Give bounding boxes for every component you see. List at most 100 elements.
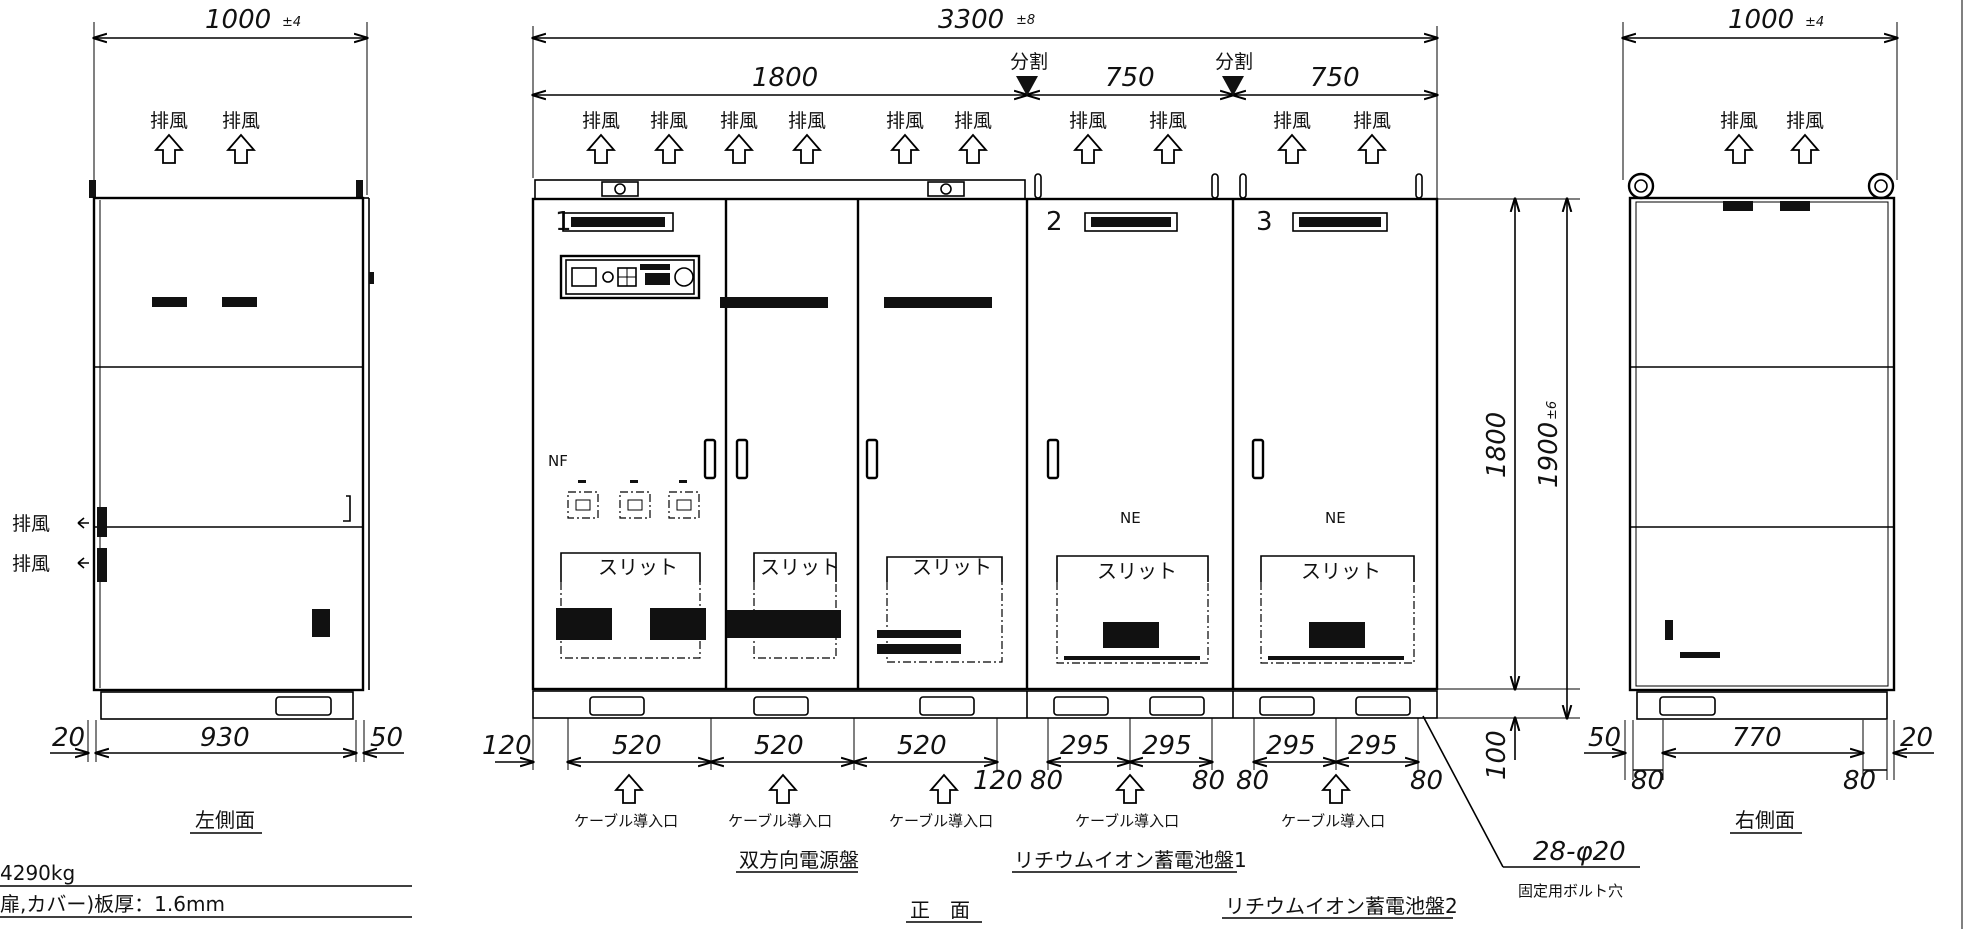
dim-120-left: 120 <box>482 731 532 761</box>
nf-mark: NF <box>548 452 568 470</box>
front-exhaust: 排風 <box>720 110 758 132</box>
left-side-title: 左側面 <box>195 808 255 832</box>
split-label-1: 分割 <box>1010 51 1048 73</box>
split-marker-icon <box>1222 76 1244 96</box>
control-panel <box>559 254 701 300</box>
li-panel-1-title: リチウムイオン蓄電池盤1 <box>1014 848 1247 872</box>
dim-80-s3a: 80 <box>1236 766 1269 796</box>
left-side-view: 1000 ±4 排風 排風 排風 排風 20 930 50 左側面 <box>12 5 404 834</box>
height-1900-tol: ±6 <box>1545 401 1560 420</box>
right-base-80a: 80 <box>1631 766 1664 796</box>
cable-entry-label: ケーブル導入口 <box>574 812 678 830</box>
front-exhaust: 排風 <box>1353 110 1391 132</box>
left-width-tol: ±4 <box>282 15 301 30</box>
weight-note: 4290kg <box>0 861 75 885</box>
front-exhaust: 排風 <box>954 110 992 132</box>
right-cabinet-body <box>1628 196 1896 692</box>
front-view: 3300 ±8 1800 750 750 分割 分割 排風 排風 排風 排風 排… <box>482 5 1640 923</box>
cable-entry-label: ケーブル導入口 <box>889 812 993 830</box>
front-base <box>532 690 1438 719</box>
dim-295-s2b: 295 <box>1142 731 1192 761</box>
left-side-exhaust-1: 排風 <box>12 513 50 535</box>
right-base-770: 770 <box>1732 723 1782 753</box>
notes: 4290kg 扉,カバー)板厚：1.6mm <box>0 861 412 918</box>
right-width-tol: ±4 <box>1805 15 1824 30</box>
right-width-dim: 1000 <box>1728 5 1794 35</box>
arrow-left-icon <box>77 557 89 569</box>
right-base-20: 20 <box>1900 723 1933 753</box>
dim-80-s3b: 80 <box>1410 766 1443 796</box>
cable-entry-label: ケーブル導入口 <box>1281 812 1385 830</box>
lug-icon <box>89 180 96 198</box>
left-base-930: 930 <box>200 723 250 753</box>
dim-295-s2a: 295 <box>1060 731 1110 761</box>
dim-520-1: 520 <box>612 731 662 761</box>
bidirectional-panel-title: 双方向電源盤 <box>739 848 859 872</box>
right-base-80b: 80 <box>1843 766 1876 796</box>
left-exhaust-label-1: 排風 <box>150 110 188 132</box>
front-cabinet-body <box>531 197 1439 691</box>
height-1800: 1800 <box>1482 412 1512 478</box>
left-exhaust-arrow-icon <box>155 134 183 164</box>
front-view-title: 正 面 <box>910 898 970 922</box>
front-exhaust: 排風 <box>582 110 620 132</box>
door-handles <box>703 438 1265 480</box>
slit-label: スリット <box>912 555 992 579</box>
split-marker-icon <box>1016 76 1038 96</box>
eyebolt-icon <box>1867 172 1895 200</box>
height-dims: 1800 1900 ±6 100 <box>1437 199 1580 780</box>
cable-entries: ケーブル導入口 ケーブル導入口 ケーブル導入口 ケーブル導入口 ケーブル導入口 <box>574 774 1385 830</box>
right-exhaust-1: 排風 <box>1720 110 1758 132</box>
left-side-exhaust-2: 排風 <box>12 553 50 575</box>
li-panel-2-title: リチウムイオン蓄電池盤2 <box>1225 894 1458 918</box>
section3-width: 750 <box>1310 63 1360 93</box>
left-base-50: 50 <box>370 723 403 753</box>
panel-number-3: 3 <box>1256 207 1273 237</box>
ne-mark-1: NE <box>1120 509 1141 527</box>
dashed-breakers <box>567 480 700 519</box>
dim-295-s3b: 295 <box>1348 731 1398 761</box>
section1-width: 1800 <box>752 63 818 93</box>
front-exhaust: 排風 <box>886 110 924 132</box>
front-exhaust: 排風 <box>1273 110 1311 132</box>
split-label-2: 分割 <box>1215 51 1253 73</box>
eyebolt-icon <box>1627 172 1655 200</box>
front-bottom-dims: 120 520 520 520 120 80 295 295 80 80 295… <box>482 718 1443 796</box>
right-side-title: 右側面 <box>1735 808 1795 832</box>
right-side-view: 1000 ±4 排風 排風 50 770 20 80 80 右側面 <box>1584 5 1934 834</box>
height-1900: 1900 <box>1534 422 1564 488</box>
left-exhaust-label-2: 排風 <box>222 110 260 132</box>
dim-295-s3a: 295 <box>1266 731 1316 761</box>
cable-entry-label: ケーブル導入口 <box>728 812 832 830</box>
cable-entry-label: ケーブル導入口 <box>1075 812 1179 830</box>
dim-120-right: 120 <box>973 766 1023 796</box>
total-width-dim: 3300 <box>938 5 1004 35</box>
lug-icon <box>356 180 363 198</box>
front-exhaust: 排風 <box>1149 110 1187 132</box>
bolt-hole-spec: 28-φ20 <box>1533 837 1626 867</box>
right-exhaust-2: 排風 <box>1786 110 1824 132</box>
left-cabinet-body <box>92 196 365 692</box>
slit-label: スリット <box>760 555 840 579</box>
section2-width: 750 <box>1105 63 1155 93</box>
panel-number-2: 2 <box>1046 207 1063 237</box>
left-base-20: 20 <box>52 723 85 753</box>
arrow-left-icon <box>77 517 89 529</box>
lifting-lugs <box>1030 173 1437 200</box>
front-exhaust-group: 排風 排風 排風 排風 排風 排風 排風 排風 排風 排風 <box>582 110 1391 164</box>
right-base-50: 50 <box>1588 723 1621 753</box>
slit-label: スリット <box>1301 559 1381 583</box>
dim-80-s2b: 80 <box>1192 766 1225 796</box>
thickness-note: 扉,カバー)板厚：1.6mm <box>0 892 225 916</box>
ne-mark-2: NE <box>1325 509 1346 527</box>
front-exhaust: 排風 <box>1069 110 1107 132</box>
total-width-tol: ±8 <box>1016 13 1035 28</box>
front-exhaust: 排風 <box>650 110 688 132</box>
dim-520-2: 520 <box>754 731 804 761</box>
left-width-dim: 1000 <box>205 5 271 35</box>
front-exhaust: 排風 <box>788 110 826 132</box>
dim-520-3: 520 <box>897 731 947 761</box>
dim-80-s2a: 80 <box>1030 766 1063 796</box>
left-exhaust-arrow-icon <box>227 134 255 164</box>
